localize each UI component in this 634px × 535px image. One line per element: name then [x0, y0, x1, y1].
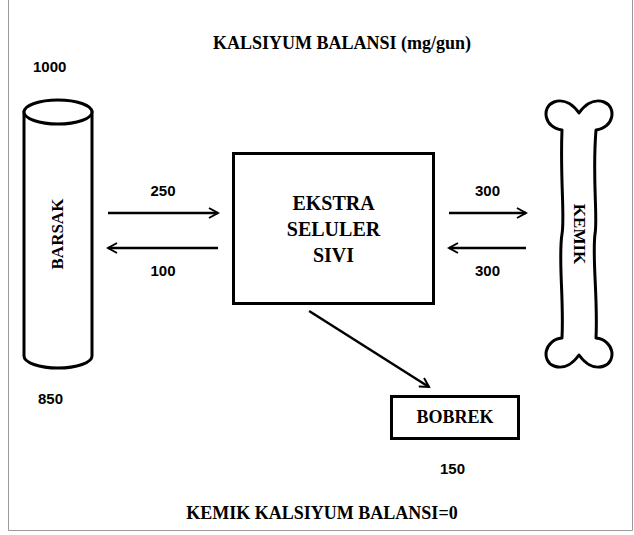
node-label: EKSTRA SELULER SIVI [278, 190, 390, 268]
amount-label: 150 [440, 460, 465, 477]
organ-box: BOBREK [390, 395, 520, 440]
flow-amount: 100 [148, 262, 177, 279]
bone-outline-path [546, 101, 612, 367]
flow-arrow [108, 247, 218, 250]
flow-arrow [309, 311, 429, 387]
flow-amount: 300 [473, 182, 502, 199]
frame-line [9, 0, 633, 531]
cylinder-body [24, 112, 92, 368]
flow-amount: 250 [148, 182, 177, 199]
diagram-title: KALSIYUM BALANSI (mg/gun) [213, 33, 471, 54]
flow-arrow [449, 247, 526, 250]
diagram-caption: KEMIK KALSIYUM BALANSI=0 [186, 503, 457, 524]
node-label: KEMIK [568, 204, 590, 264]
amount-label: 1000 [33, 58, 66, 75]
bone-shape: KEMIK [540, 98, 618, 370]
node-label: BOBREK [416, 406, 493, 429]
compartment-box: EKSTRA SELULER SIVI [232, 152, 435, 305]
node-label: BARSAK [47, 199, 69, 270]
flow-amount: 300 [473, 262, 502, 279]
amount-label: 850 [38, 390, 63, 407]
flow-arrow [108, 212, 218, 215]
flow-arrow [449, 212, 526, 215]
cylinder-top [24, 100, 92, 124]
intestine-cylinder: BARSAK [22, 98, 94, 370]
